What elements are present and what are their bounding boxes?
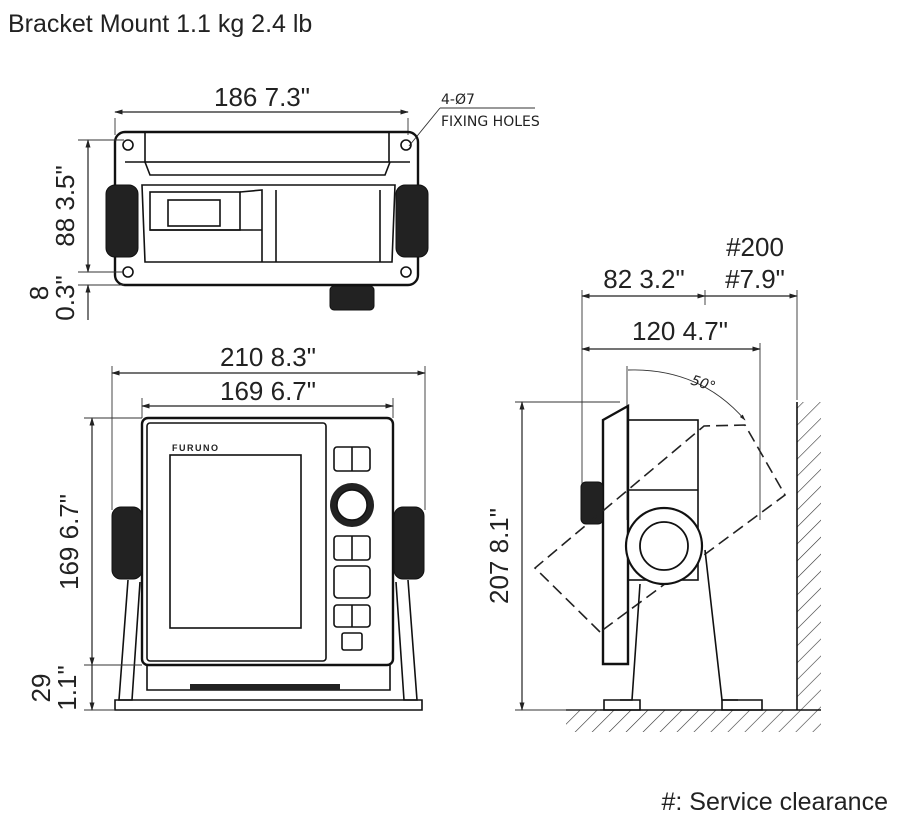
- unit-body-top: [141, 184, 396, 263]
- right-bracket-arm: [395, 579, 418, 701]
- fixing-hole-icon: [400, 139, 412, 151]
- side-height-label: 207 8.1": [484, 508, 514, 604]
- front-view: 210 8.3" 169 6.7" FURUNO: [26, 342, 426, 711]
- right-knob-icon: [395, 184, 429, 258]
- front-inner-width-label: 169 6.7": [220, 376, 316, 406]
- side-depth-label: 82 3.2": [603, 264, 685, 294]
- service-clearance-bottom: #7.9": [725, 264, 785, 294]
- fixing-hole-icon: [122, 139, 134, 151]
- side-view: #200 #7.9" 82 3.2" 120 4.7" 50° 207 8.1": [484, 232, 821, 732]
- wall-hatching: [797, 402, 821, 710]
- tilt-angle-arc: [627, 369, 746, 421]
- side-bracket-feet: [603, 699, 763, 711]
- top-view: 186 7.3" 4-Ø7 FIXING HOLES 88: [24, 82, 540, 321]
- unit-side-front: [601, 403, 630, 666]
- bracket-top-rail: [144, 131, 390, 163]
- side-full-depth-label: 120 4.7": [632, 316, 728, 346]
- left-knob-icon: [105, 184, 139, 258]
- front-base-label-b: 1.1": [52, 665, 82, 710]
- top-offset-label-b: 0.3": [50, 275, 80, 320]
- page-title: Bracket Mount 1.1 kg 2.4 lb: [8, 10, 312, 38]
- fixing-holes-label: FIXING HOLES: [441, 114, 540, 130]
- fixing-holes-leader: [408, 107, 441, 147]
- screen-bezel: [146, 422, 327, 662]
- front-base-label-a: 29: [26, 674, 56, 703]
- fixing-holes-size: 4-Ø7: [441, 92, 475, 108]
- bracket-base: [114, 699, 423, 711]
- fixing-hole-icon: [122, 266, 134, 278]
- right-knob-icon: [393, 506, 425, 580]
- screen: [169, 454, 302, 629]
- front-outer-width-label: 210 8.3": [220, 342, 316, 372]
- power-button: [341, 632, 363, 651]
- floor-hatching: [566, 710, 821, 732]
- brand-logo: FURUNO: [172, 443, 220, 453]
- left-knob-icon: [111, 506, 143, 580]
- connector-icon: [329, 285, 375, 311]
- top-offset-label-a: 8: [24, 286, 54, 300]
- top-height-label: 88 3.5": [50, 165, 80, 247]
- keypad: [330, 446, 374, 651]
- left-bracket-arm: [118, 579, 141, 701]
- tilt-angle-label: 50°: [689, 373, 718, 396]
- front-height-label: 169 6.7": [54, 494, 84, 590]
- footnote: #: Service clearance: [661, 788, 888, 816]
- tilted-unit-outline: [533, 424, 787, 634]
- service-clearance-top: #200: [726, 232, 784, 262]
- rotary-knob-icon: [580, 481, 604, 525]
- key-button: [333, 565, 371, 599]
- fixing-hole-icon: [400, 266, 412, 278]
- top-width-label: 186 7.3": [214, 82, 310, 112]
